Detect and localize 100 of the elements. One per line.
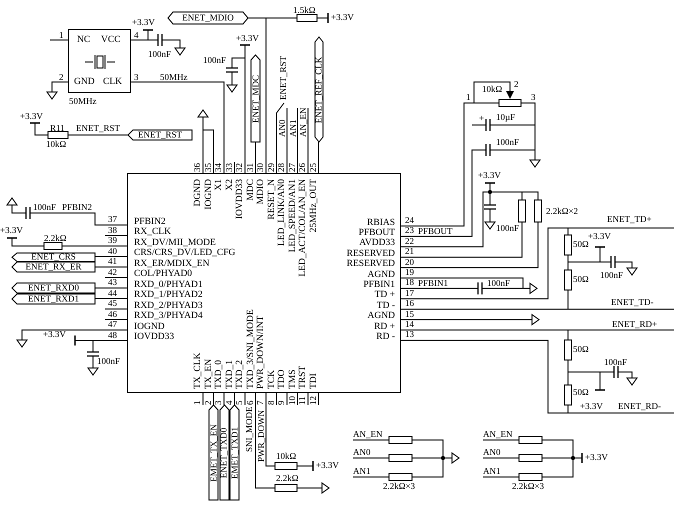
supply-label: +3.3V bbox=[236, 34, 259, 43]
net-name: ENET_RD+ bbox=[612, 320, 658, 329]
net-name: ENET_MDC bbox=[251, 74, 260, 122]
pin-number: 10 bbox=[288, 396, 296, 405]
net-wire bbox=[248, 18, 266, 174]
net-name: EMET_TX_EN bbox=[209, 424, 218, 482]
component-value: 50Ω bbox=[573, 240, 589, 249]
net-label-flag bbox=[12, 262, 95, 272]
pin-number: 2 bbox=[59, 73, 64, 82]
net-name: EMET_TXD1 bbox=[230, 426, 239, 478]
pin-number: 46 bbox=[108, 310, 117, 318]
component-value: 10kΩ bbox=[482, 85, 502, 94]
pin-number: 31 bbox=[246, 163, 254, 172]
pin-name: TX_CLK bbox=[194, 352, 204, 389]
pin-number: 28 bbox=[277, 163, 286, 172]
supply-label: +3.3V bbox=[43, 330, 66, 339]
net-name: AN0 bbox=[278, 120, 287, 137]
pin-name: COL/PHYAD0 bbox=[134, 270, 192, 280]
net-label-flag bbox=[12, 294, 95, 304]
pin-name: TD - bbox=[376, 302, 395, 312]
pin-name: CRS/CRS_DV/LED_CFG bbox=[134, 249, 236, 258]
pin-number: 39 bbox=[108, 236, 117, 245]
net-label-flag bbox=[128, 130, 192, 140]
pin-number: 9 bbox=[277, 400, 286, 405]
net-name: AN1 bbox=[288, 120, 298, 137]
net-name: PWR_DOWN bbox=[256, 410, 266, 462]
pin-number: 48 bbox=[108, 330, 117, 340]
pin-name: LED_LINK/AN0 bbox=[278, 179, 288, 246]
net-wire bbox=[94, 266, 128, 268]
pin-number: 41 bbox=[108, 257, 117, 266]
pin-number: 3 bbox=[134, 73, 138, 82]
supply-label: +3.3V bbox=[478, 171, 501, 180]
net-name: PFBIN1 bbox=[418, 279, 448, 288]
net-name: AN_EN bbox=[483, 430, 512, 439]
pin-number: 19 bbox=[405, 268, 414, 277]
supply-label: +3.3V bbox=[580, 402, 603, 411]
pin-name: TDO bbox=[278, 369, 288, 389]
component-value: 1.5kΩ bbox=[293, 6, 316, 15]
pin-number: 12 bbox=[308, 396, 318, 405]
net-name: ENET_TXD0 bbox=[220, 427, 228, 478]
pin-name: PFBIN1 bbox=[363, 280, 395, 290]
pin-name: CLK bbox=[103, 78, 122, 88]
net-label-flag bbox=[314, 37, 322, 142]
net-name: ENET_RST bbox=[279, 56, 288, 100]
pin-name: TX_EN bbox=[204, 358, 214, 389]
net-name: AN0 bbox=[483, 448, 500, 457]
pin-name: IOVDD33 bbox=[134, 333, 174, 342]
pin-number: 14 bbox=[405, 320, 414, 329]
net-name: ENET_RXD0 bbox=[28, 284, 79, 292]
net-label-flag bbox=[12, 283, 95, 293]
net-name: ENET_TD+ bbox=[607, 215, 652, 224]
pin-number: 34 bbox=[214, 163, 223, 172]
pin-number: 32 bbox=[235, 163, 244, 172]
pin-name: DGND bbox=[194, 179, 204, 206]
supply-label: +3.3V bbox=[585, 453, 608, 462]
pin-name: TXD_0 bbox=[215, 360, 224, 389]
component-value: 2.2kΩ bbox=[276, 474, 298, 483]
net-label-flag bbox=[251, 55, 260, 142]
component-value: 2.2kΩ bbox=[44, 234, 66, 243]
pin-number: 43 bbox=[108, 278, 117, 287]
component-value: 2.2kΩ×2 bbox=[546, 207, 578, 216]
pin-name: RXD_2/PHYAD3 bbox=[134, 302, 203, 311]
pin-number: 5 bbox=[235, 400, 244, 405]
net-label-flag bbox=[12, 252, 95, 261]
net-name: PFBIN2 bbox=[62, 203, 92, 212]
pin-name: RESET_N bbox=[268, 179, 277, 220]
pin-name: LED_ACT/COL/AN_EN bbox=[299, 179, 308, 277]
component-value: 50Ω bbox=[573, 388, 589, 397]
supply-label: +3.3V bbox=[132, 18, 155, 27]
supply-label: +3.3V bbox=[316, 461, 339, 470]
pin-number: 25 bbox=[308, 163, 318, 172]
pin-number: 26 bbox=[298, 163, 307, 172]
component-value: 10kΩ bbox=[46, 140, 66, 149]
component-value: 10µF bbox=[496, 113, 516, 122]
net-wire bbox=[213, 392, 214, 406]
pin-name: VCC bbox=[101, 36, 121, 46]
pin-name: TRST bbox=[299, 366, 308, 389]
pin-number: 8 bbox=[266, 400, 276, 405]
pin-number: 13 bbox=[405, 330, 414, 340]
pin-name: RESERVED bbox=[346, 260, 395, 270]
net-name: AN0 bbox=[353, 448, 370, 457]
pin-number: 20 bbox=[405, 258, 414, 267]
pin-name: PFBOUT bbox=[358, 228, 395, 238]
pin-number: 11 bbox=[298, 396, 307, 405]
pin-name: TDI bbox=[310, 373, 319, 389]
net-wire bbox=[94, 256, 128, 257]
pin-name: RX_ER/MDIX_EN bbox=[134, 260, 210, 269]
pin-number: 44 bbox=[108, 288, 117, 298]
net-name: AN1 bbox=[483, 467, 500, 476]
pin-name: IOVDD33 bbox=[236, 179, 246, 220]
pin-name: RXD_0/PHYAD1 bbox=[134, 280, 203, 290]
component-value: 100nF bbox=[203, 56, 226, 65]
net-name: AN_EN bbox=[353, 430, 382, 439]
pin-number: 40 bbox=[108, 246, 117, 256]
net-name: ENET_RST bbox=[138, 130, 182, 140]
pin-number: 17 bbox=[405, 288, 414, 298]
pin-number: 33 bbox=[224, 163, 234, 172]
component-value: 10kΩ bbox=[276, 452, 296, 461]
pin-number: 22 bbox=[405, 236, 414, 246]
supply-label: +3.3V bbox=[588, 232, 611, 241]
